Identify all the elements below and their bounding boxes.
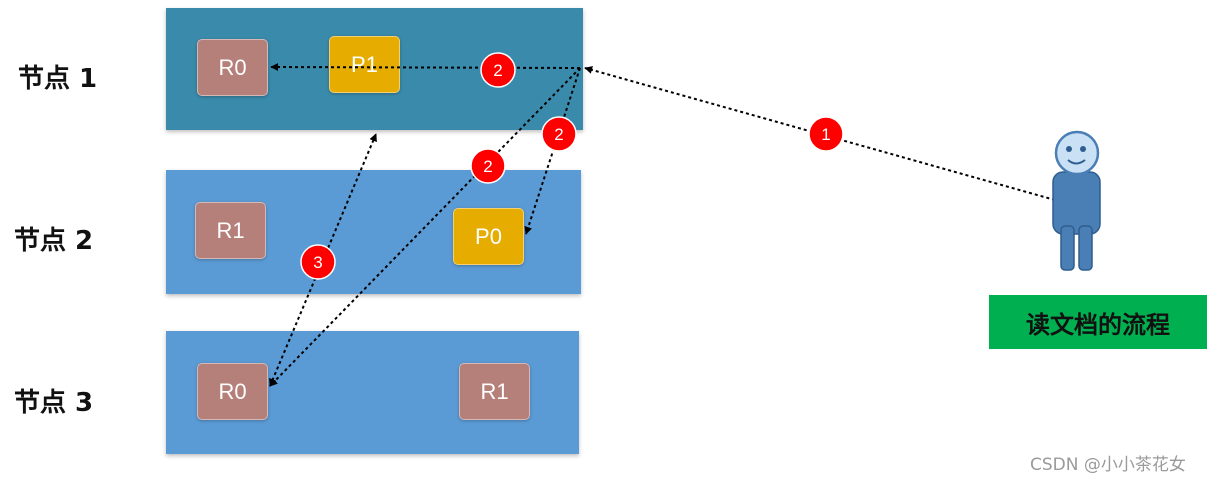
node-1-shard-p1: P1 <box>329 36 400 93</box>
arrow-client-to-node1 <box>584 66 1056 201</box>
node-3-shard-r1: R1 <box>459 363 530 420</box>
person-icon <box>1052 130 1101 271</box>
watermark: CSDN @小小茶花女 <box>1030 455 1186 475</box>
node-2-shard-p0: P0 <box>453 208 524 265</box>
flow-title: 读文档的流程 <box>989 295 1207 349</box>
node-3-label: 节点 3 <box>14 388 94 418</box>
step-badge-1: 1 <box>808 116 844 152</box>
node-3-shard-r0: R0 <box>197 363 268 420</box>
node-2-label: 节点 2 <box>14 226 94 256</box>
svg-text:1: 1 <box>821 125 830 144</box>
node-1-shard-r0: R0 <box>197 39 268 96</box>
node-1-label: 节点 1 <box>18 64 98 94</box>
node-2-shard-r1: R1 <box>195 202 266 259</box>
